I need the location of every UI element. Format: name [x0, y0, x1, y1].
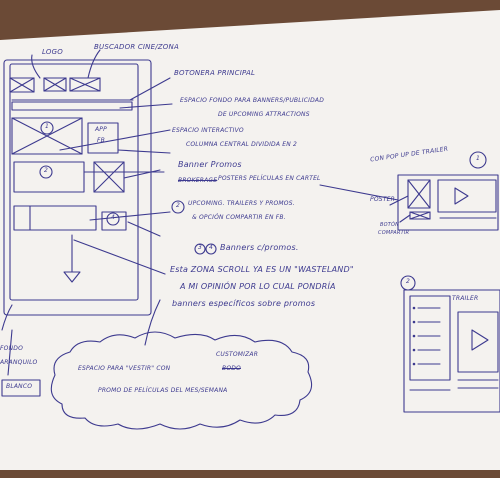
cloud-text-1: ESPACIO PARA "VESTIR" CON	[78, 365, 171, 372]
number-2-right: 2	[406, 278, 411, 285]
banner-box-3	[13, 205, 97, 231]
logo-placeholder	[9, 77, 35, 93]
trailer-popup-sketch	[397, 174, 499, 231]
blanco-label: BLANCO	[6, 383, 33, 390]
app-fb-box	[87, 122, 119, 154]
search-label: BUSCADOR CINE/ZONA	[94, 43, 179, 51]
fondo-label: FONDO	[0, 345, 24, 352]
posters-label: POSTERS PELÍCULAS EN CARTEL	[218, 175, 321, 182]
number-1-main: 1	[45, 123, 50, 130]
share-button-label-2: COMPARTIR	[378, 230, 410, 236]
interactive-space-label: ESPACIO INTERACTIVO	[172, 127, 244, 134]
customizar-label: CUSTOMIZAR	[216, 351, 259, 358]
upcoming-label: UPCOMING. TRAILERS Y PROMOS.	[188, 200, 295, 207]
central-column-label: COLUMNA CENTRAL DIVIDIDA EN 2	[186, 141, 298, 148]
banner-promos-label: Banner Promos	[178, 160, 242, 169]
cloud-text-2: PROMO DE PELÍCULAS DEL MES/SEMANA	[98, 387, 228, 394]
banner-space-label-2: DE UPCOMING ATTRACTIONS	[218, 111, 310, 118]
interactive-area	[11, 117, 83, 155]
number-4-box: 4	[111, 214, 116, 221]
search-box-cinema	[43, 77, 67, 92]
content-column	[9, 63, 139, 301]
fb-label: FB	[97, 137, 105, 144]
paper-sheet	[0, 10, 500, 470]
number-1-right: 1	[476, 155, 481, 162]
app-label: APP	[95, 126, 107, 133]
poster-box	[93, 161, 125, 193]
trailer-list-sketch	[403, 289, 500, 413]
scroll-note-2: A MI OPINIÓN POR LO CUAL PONDRÍA	[180, 282, 336, 291]
posters-struck-word: BROKERAGE	[178, 177, 218, 184]
tranquilo-label: ARANQUILO	[0, 359, 38, 366]
poster-label: POSTER	[370, 196, 395, 203]
number-4: 4	[209, 244, 214, 251]
cloud-struck-word: BODO	[222, 365, 241, 372]
share-fb-label: & OPCIÓN COMPARTIR EN FB.	[192, 214, 286, 221]
number-2-upcoming: 2	[176, 202, 181, 209]
scroll-note-3: banners específicos sobre promos	[172, 299, 316, 308]
number-2-main: 2	[44, 167, 49, 174]
banner-box-4	[101, 211, 127, 231]
trailer-label: TRAILER	[452, 295, 479, 302]
upcoming-box	[13, 161, 85, 193]
banners-promos-label: Banners c/promos.	[220, 243, 299, 252]
page-frame	[3, 59, 152, 316]
blanco-box	[1, 379, 41, 397]
customize-cloud	[50, 331, 313, 430]
main-nav-label: BOTONERA PRINCIPAL	[174, 69, 256, 77]
scroll-note-1: Esta ZONA SCROLL YA ES UN "WASTELAND"	[170, 265, 354, 274]
share-button-label-1: BOTÓN	[380, 222, 400, 228]
main-nav-bar	[11, 101, 133, 111]
logo-label: LOGO	[42, 48, 63, 56]
search-box-zone	[69, 77, 101, 92]
banner-space-label-1: ESPACIO FONDO PARA BANNERS/PUBLICIDAD	[180, 97, 325, 104]
number-3: 3	[198, 244, 203, 251]
